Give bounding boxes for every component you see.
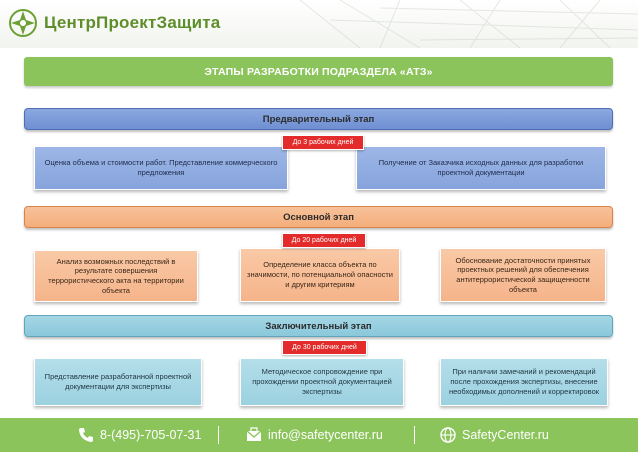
logo-text: ЦентрПроектЗащита (44, 13, 221, 32)
map-background (299, 0, 638, 48)
task-methodical-support: Методическое сопровождение при прохожден… (240, 358, 404, 406)
task-object-class: Определение класса объекта по значимости… (240, 248, 400, 302)
task-text: Оценка объема и стоимости работ. Предста… (44, 158, 278, 177)
footer-separator (414, 426, 415, 444)
task-text: При наличии замечаний и рекомендаций пос… (448, 367, 600, 396)
task-submit-for-expertise: Представление разработанной проектной до… (34, 358, 202, 406)
footer: 8-(495)-705-07-31 info@safetycenter.ru S… (0, 418, 638, 452)
email-address: info@safetycenter.ru (268, 428, 383, 442)
phone-icon (79, 428, 93, 442)
page-title: ЭТАПЫ РАЗРАБОТКИ ПОДРАЗДЕЛА «АТЗ» (204, 65, 433, 78)
stage-title: Предварительный этап (262, 113, 375, 125)
footer-email[interactable]: info@safetycenter.ru (246, 418, 383, 452)
email-icon (246, 427, 262, 441)
task-text: Обоснование достаточности принятых проек… (455, 255, 591, 294)
logo[interactable]: ЦентрПроектЗащита (8, 8, 220, 38)
task-text: Получение от Заказчика исходных данных д… (378, 158, 584, 177)
footer-site[interactable]: SafetyCenter.ru (440, 418, 549, 452)
footer-separator (218, 426, 219, 444)
duration-badge: До 3 рабочих дней (282, 135, 364, 150)
duration-badge: До 30 рабочих дней (282, 340, 367, 355)
task-initial-data: Получение от Заказчика исходных данных д… (356, 146, 606, 190)
task-corrections: При наличии замечаний и рекомендаций пос… (440, 358, 608, 406)
task-text: Определение класса объекта по значимости… (247, 260, 393, 289)
globe-icon (440, 427, 456, 443)
website: SafetyCenter.ru (462, 428, 549, 442)
task-cost-estimate: Оценка объема и стоимости работ. Предста… (34, 146, 288, 190)
phone-number: 8-(495)-705-07-31 (100, 428, 202, 442)
footer-phone[interactable]: 8-(495)-705-07-31 (78, 418, 201, 452)
duration-badge: До 20 рабочих дней (282, 233, 366, 248)
stage-title: Заключительный этап (265, 320, 372, 332)
stage-final: Заключительный этап (24, 315, 613, 337)
task-text: Методическое сопровождение при прохожден… (252, 367, 392, 396)
stage-main: Основной этап (24, 206, 613, 228)
green-cross-compass-icon (9, 9, 37, 37)
task-consequence-analysis: Анализ возможных последствий в результат… (34, 250, 198, 302)
page-title-banner: ЭТАПЫ РАЗРАБОТКИ ПОДРАЗДЕЛА «АТЗ» (24, 57, 613, 86)
header: ЦентрПроектЗащита (0, 0, 638, 48)
task-justification: Обоснование достаточности принятых проек… (440, 248, 606, 302)
stage-preliminary: Предварительный этап (24, 108, 613, 130)
task-text: Анализ возможных последствий в результат… (48, 256, 184, 295)
stage-title: Основной этап (283, 211, 354, 223)
task-text: Представление разработанной проектной до… (44, 372, 192, 391)
